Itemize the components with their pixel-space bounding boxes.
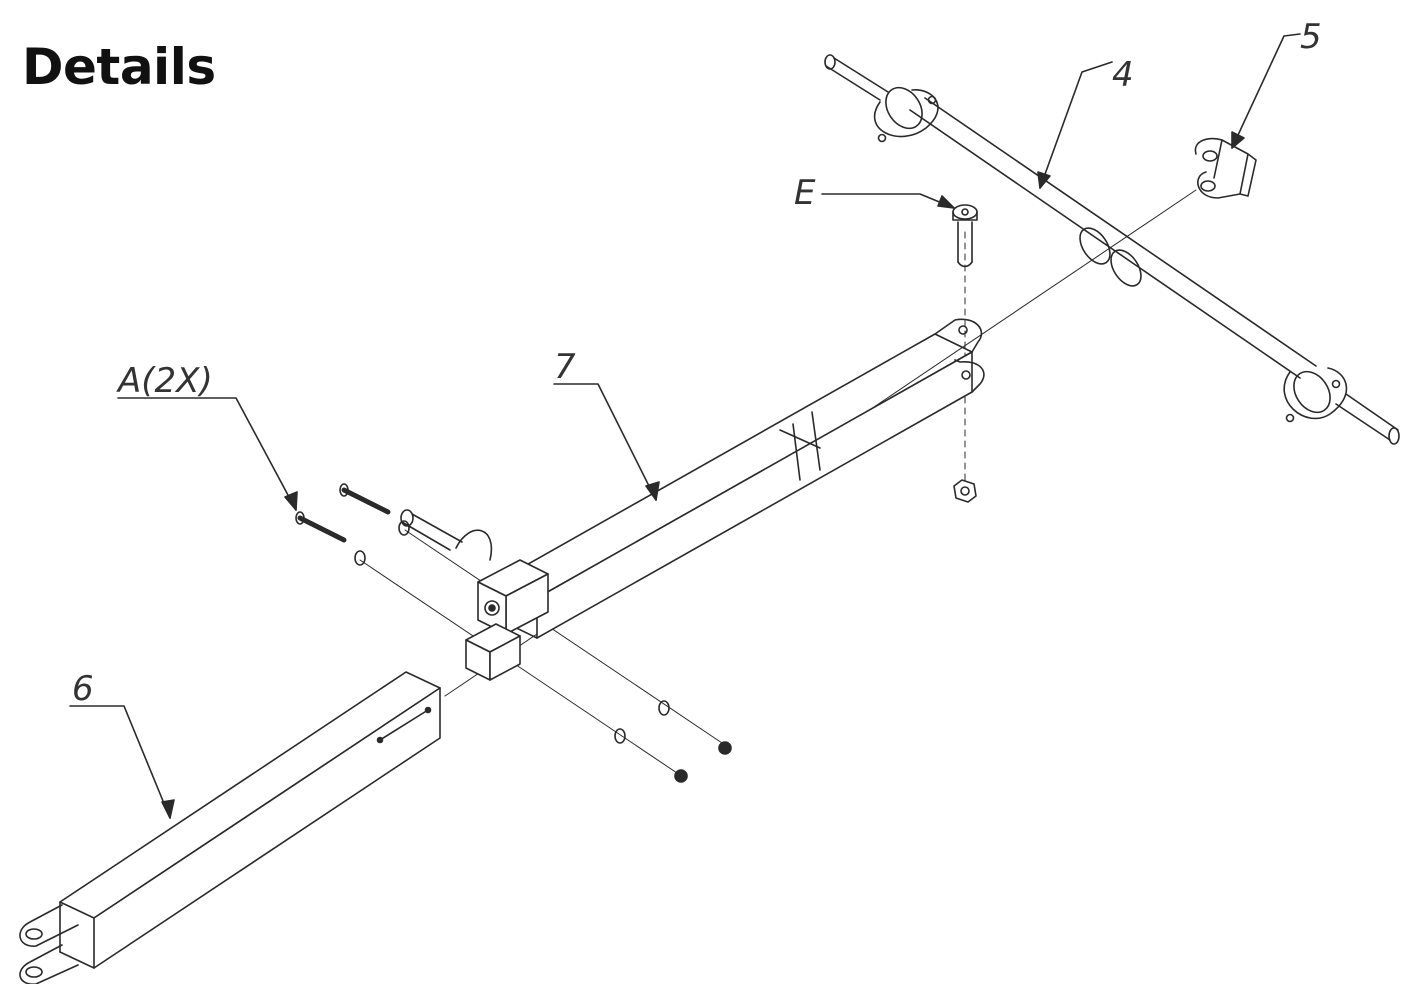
axle-part-4 — [824, 54, 1400, 445]
callout-4: 4 — [1112, 55, 1134, 95]
callout-labels: 6 7 4 5 E A(2X) — [72, 17, 1322, 709]
leader-lines — [69, 33, 1301, 819]
callout-7: 7 — [554, 347, 576, 387]
bracket-part-5 — [1194, 137, 1257, 199]
callout-a-2x: A(2X) — [116, 361, 213, 401]
bolts-a — [295, 483, 391, 543]
lock-nuts — [674, 741, 732, 783]
frame-tube-part-6 — [19, 671, 441, 984]
washers — [354, 520, 670, 744]
callout-5: 5 — [1300, 17, 1322, 57]
page-title: Details — [22, 38, 216, 96]
callout-6: 6 — [72, 669, 94, 709]
callout-e: E — [794, 173, 816, 213]
pin-e — [952, 204, 978, 268]
frame-tube-part-7 — [400, 318, 985, 681]
pin-nut — [953, 479, 977, 503]
